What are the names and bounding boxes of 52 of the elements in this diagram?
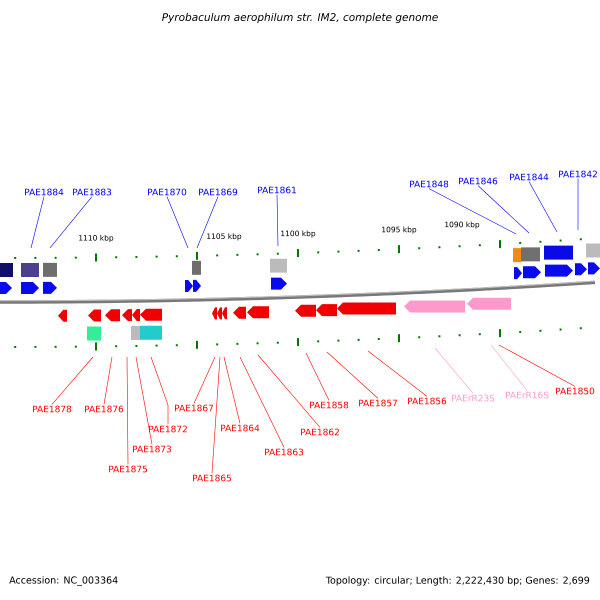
leader-line (126, 356, 128, 465)
gene-label: PAE1850 (556, 388, 594, 394)
leader-line (104, 356, 112, 405)
leader-line (212, 356, 220, 474)
gene-label: PAErR16S (506, 392, 548, 398)
leader-line (326, 352, 378, 399)
gene-label: PAE1870 (148, 188, 186, 196)
gene-label: PAE1872 (149, 426, 187, 432)
gene-label: PAErR23S (452, 394, 494, 402)
gene-label: PAE1846 (459, 178, 498, 184)
leader-line (434, 348, 474, 394)
leader-line (136, 356, 152, 445)
gene-label: PAE1862 (301, 428, 339, 436)
gene-label: PAE1865 (193, 474, 232, 482)
gene-label: PAE1861 (258, 186, 296, 194)
leader-line (528, 181, 558, 232)
leader-line (240, 356, 284, 448)
gene-label: PAE1864 (221, 424, 260, 432)
gene-label: PAE1876 (85, 406, 124, 412)
gene-label: PAE1883 (73, 188, 112, 196)
gene-label: PAE1869 (199, 188, 238, 196)
leader-line (166, 196, 188, 248)
leader-line (368, 350, 428, 397)
gene-label: PAE1857 (359, 400, 398, 406)
leader-line (276, 194, 278, 246)
gene-label: PAE1848 (410, 180, 448, 188)
leader-line (30, 196, 44, 248)
leader-line (306, 352, 330, 401)
gene-label: PAE1875 (109, 466, 148, 472)
gene-label: PAE1844 (510, 174, 548, 180)
leader-line (52, 356, 94, 405)
leader-line (194, 356, 216, 404)
title: Pyrobaculum aerophilum str. IM2, complete genome (162, 12, 438, 24)
leader-line (498, 344, 576, 387)
gene-label: PAE1863 (265, 448, 304, 456)
gene-label: PAE1867 (175, 404, 214, 412)
leader-line (196, 196, 218, 248)
leader-line (478, 185, 530, 234)
genome-info-text: Topology: circular; Length: 2,222,430 bp; Genes: 2,699 (326, 576, 590, 586)
gene-label: PAE1858 (310, 402, 348, 408)
leader-line (258, 354, 320, 428)
leader-line (150, 356, 168, 425)
leader-line (490, 344, 528, 391)
gene-label: PAE1842 (559, 170, 597, 178)
accession-text: Accession: NC_003364 (9, 576, 118, 586)
leader-line (224, 356, 240, 424)
gene-label: PAE1878 (33, 406, 72, 412)
gene-label: PAE1873 (133, 446, 172, 452)
gene-label: PAE1884 (25, 188, 64, 196)
leader-line (428, 188, 516, 234)
gene-label: PAE1856 (408, 398, 446, 404)
leader-line (50, 196, 92, 248)
